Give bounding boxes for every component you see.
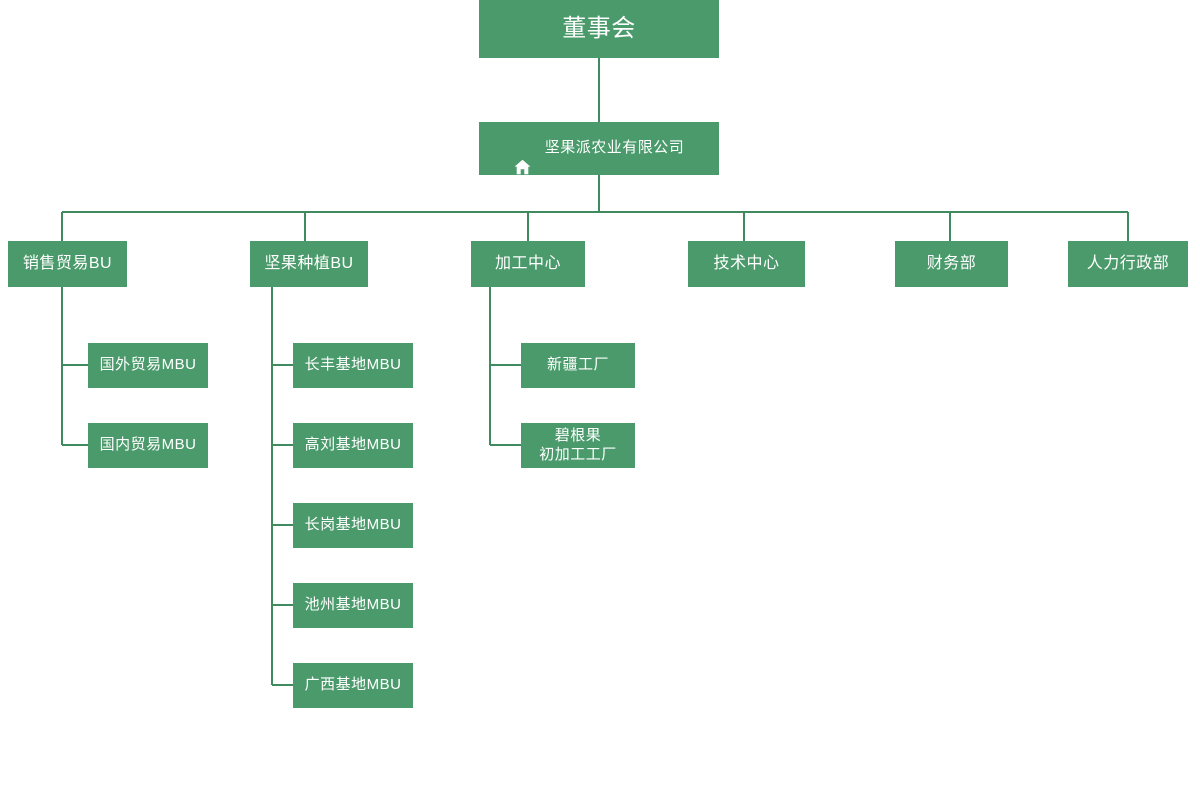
node-hr-admin-dept-label: 人力行政部 bbox=[1086, 255, 1170, 273]
node-overseas-trade-mbu[interactable]: 国外贸易MBU bbox=[88, 343, 208, 388]
node-finance-dept-label: 财务部 bbox=[926, 255, 977, 273]
node-pecan-primary-processing-factory-label: 碧根果 初加工工厂 bbox=[539, 426, 617, 463]
node-processing-center-label: 加工中心 bbox=[494, 255, 561, 273]
node-xinjiang-factory-label: 新疆工厂 bbox=[546, 356, 609, 374]
node-domestic-trade-mbu-label: 国内贸易MBU bbox=[99, 436, 197, 454]
node-processing-center[interactable]: 加工中心 bbox=[471, 241, 585, 287]
node-finance-dept[interactable]: 财务部 bbox=[895, 241, 1008, 287]
node-guangxi-base-mbu[interactable]: 广西基地MBU bbox=[293, 663, 413, 708]
node-tech-center[interactable]: 技术中心 bbox=[688, 241, 805, 287]
node-gaoliu-base-mbu[interactable]: 高刘基地MBU bbox=[293, 423, 413, 468]
node-guangxi-base-mbu-label: 广西基地MBU bbox=[304, 676, 402, 694]
node-changgang-base-mbu[interactable]: 长岗基地MBU bbox=[293, 503, 413, 548]
node-hr-admin-dept[interactable]: 人力行政部 bbox=[1068, 241, 1188, 287]
node-chizhou-base-mbu-label: 池州基地MBU bbox=[304, 596, 402, 614]
home-icon bbox=[514, 141, 531, 174]
node-planting-bu[interactable]: 坚果种植BU bbox=[250, 241, 368, 287]
node-company[interactable]: 坚果派农业有限公司 bbox=[479, 122, 719, 175]
node-overseas-trade-mbu-label: 国外贸易MBU bbox=[99, 356, 197, 374]
node-sales-bu[interactable]: 销售贸易BU bbox=[8, 241, 127, 287]
node-board-label: 董事会 bbox=[562, 15, 636, 43]
node-sales-bu-label: 销售贸易BU bbox=[22, 255, 113, 273]
node-chizhou-base-mbu[interactable]: 池州基地MBU bbox=[293, 583, 413, 628]
node-gaoliu-base-mbu-label: 高刘基地MBU bbox=[304, 436, 402, 454]
node-changfeng-base-mbu-label: 长丰基地MBU bbox=[304, 356, 402, 374]
node-changgang-base-mbu-label: 长岗基地MBU bbox=[304, 516, 402, 534]
node-xinjiang-factory[interactable]: 新疆工厂 bbox=[521, 343, 635, 388]
node-planting-bu-label: 坚果种植BU bbox=[264, 255, 354, 273]
node-tech-center-label: 技术中心 bbox=[713, 255, 780, 273]
node-changfeng-base-mbu[interactable]: 长丰基地MBU bbox=[293, 343, 413, 388]
node-company-label: 坚果派农业有限公司 bbox=[544, 139, 685, 157]
node-domestic-trade-mbu[interactable]: 国内贸易MBU bbox=[88, 423, 208, 468]
node-pecan-primary-processing-factory[interactable]: 碧根果 初加工工厂 bbox=[521, 423, 635, 468]
node-board[interactable]: 董事会 bbox=[479, 0, 719, 58]
